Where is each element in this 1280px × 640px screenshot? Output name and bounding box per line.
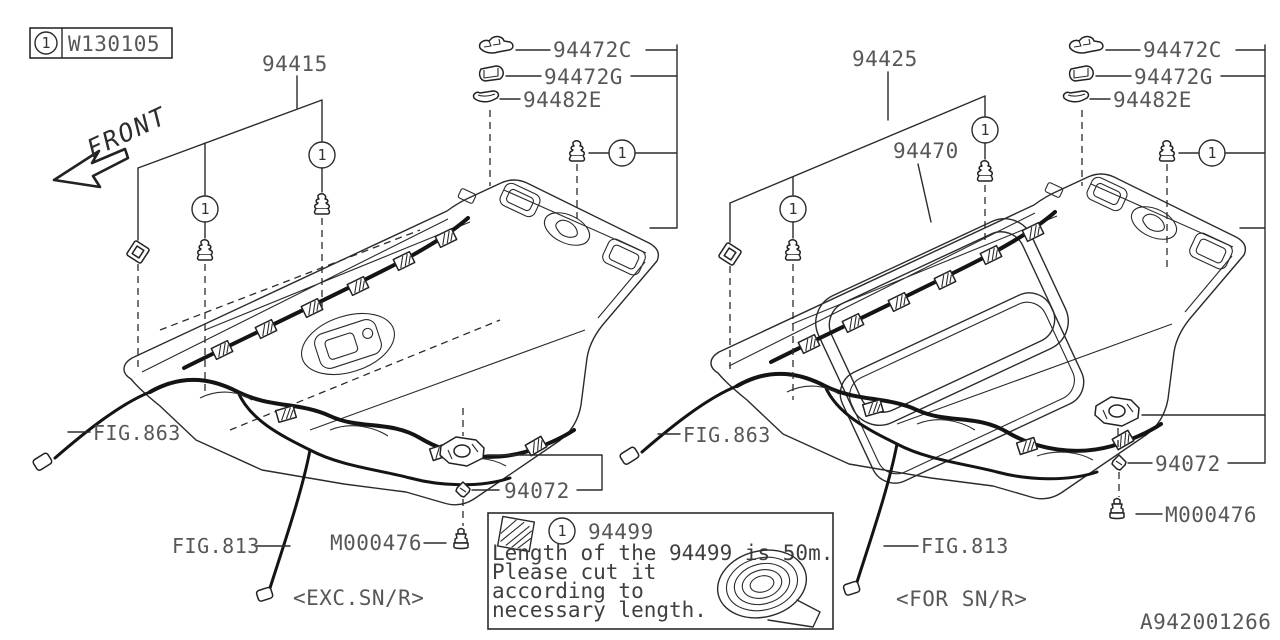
lamp-spacer-group: 94072 M000476 [330, 408, 603, 555]
tape-swatch-icon [496, 515, 536, 553]
variant-label: <FOR SN/R> [896, 587, 1027, 611]
spacer-part-label: 94072 [1155, 452, 1221, 476]
fig-ref-label: FIG.813 [172, 534, 260, 558]
fastener-stack: 94472C 94472G 94482E 1 [1062, 35, 1266, 464]
headliner-panel-outline [710, 173, 1247, 500]
sunroof-trim-label: 94470 [893, 139, 959, 163]
screw-icon [1109, 497, 1125, 520]
clip-94472g-icon [478, 65, 504, 82]
corner-clip-icon [125, 239, 151, 265]
trim-clip-icon [313, 193, 331, 215]
note-part-label: 94499 [588, 520, 654, 544]
fastener-label: 94482E [523, 88, 602, 112]
headliner-part-label: 94415 [262, 52, 328, 76]
trim-clip-icon [568, 140, 586, 162]
callout-marker: 1 [980, 121, 989, 139]
sunroof-trim-ring [815, 218, 1069, 426]
fastener-label: 94472C [553, 38, 632, 62]
trim-clip-icon [976, 160, 994, 182]
fastener-label: 94472G [1134, 65, 1213, 89]
fastener-label: 94472G [544, 65, 623, 89]
legend-box: 1 W130105 [29, 27, 173, 59]
lamp-housing-icon [1094, 396, 1140, 427]
drawing-number: A942001266 [1140, 610, 1271, 634]
lamp-spacer-group: 94072 M000476 [1094, 396, 1266, 527]
trim-clip-icon [196, 239, 214, 261]
fig-ref-label: FIG.863 [683, 423, 771, 447]
headliner-panel-outline [123, 179, 660, 506]
note-line: Please cut it [492, 560, 656, 584]
screw-icon [453, 527, 469, 550]
headliner-part-label: 94425 [852, 47, 918, 71]
note-callout-marker: 1 [557, 522, 566, 540]
note-frame [487, 512, 834, 630]
sunroof-opening [839, 292, 1085, 484]
right-headliner-diagram: 94470 94425 1 1 94472C 94472G 94482E [619, 35, 1266, 611]
screw-part-label: M000476 [1165, 503, 1257, 527]
spacer-part-label: 94072 [504, 479, 570, 503]
callout-marker: 1 [617, 144, 626, 162]
map-light-console-cutout [300, 312, 396, 376]
legend-fastener-code: W130105 [68, 32, 160, 56]
clip-94472c-icon [478, 35, 514, 54]
trim-clip-icon [784, 239, 802, 261]
callout-marker: 1 [788, 200, 797, 218]
front-arrow-icon [52, 147, 130, 189]
hook-94482e-icon [1062, 90, 1090, 103]
variant-label: <EXC.SN/R> [293, 586, 424, 610]
fig-ref-label: FIG.863 [93, 421, 181, 445]
note-line: Length of the 94499 is 50m. [492, 541, 833, 565]
callout-marker: 1 [200, 200, 209, 218]
note-box: 1 94499 Length of the 94499 is 50m. Plea… [487, 512, 834, 630]
legend-callout-marker: 1 [41, 34, 50, 52]
callout-1-icon [34, 31, 58, 55]
clip-94472c-icon [1068, 35, 1104, 54]
hook-94482e-icon [472, 90, 500, 103]
fastener-label: 94472C [1143, 38, 1222, 62]
legend-frame [29, 27, 173, 59]
callout-1-icon [548, 517, 576, 545]
screw-part-label: M000476 [330, 531, 422, 555]
lamp-housing-icon [439, 436, 485, 467]
fig-ref-label: FIG.813 [921, 534, 1009, 558]
note-line: according to [492, 579, 644, 603]
trim-clip-icon [1158, 140, 1176, 162]
callout-marker: 1 [317, 146, 326, 164]
note-line: necessary length. [492, 598, 707, 622]
front-direction: FRONT [52, 101, 172, 189]
clip-94472g-icon [1068, 65, 1094, 82]
tape-roll-icon [716, 549, 821, 628]
fastener-stack: 94472C 94472G 94482E 1 [472, 35, 678, 229]
corner-clip-icon [717, 241, 743, 267]
callout-marker: 1 [1207, 144, 1216, 162]
fastener-label: 94482E [1113, 88, 1192, 112]
left-headliner-diagram: 94415 1 1 94472C 94472G 94482E 1 [32, 35, 678, 610]
